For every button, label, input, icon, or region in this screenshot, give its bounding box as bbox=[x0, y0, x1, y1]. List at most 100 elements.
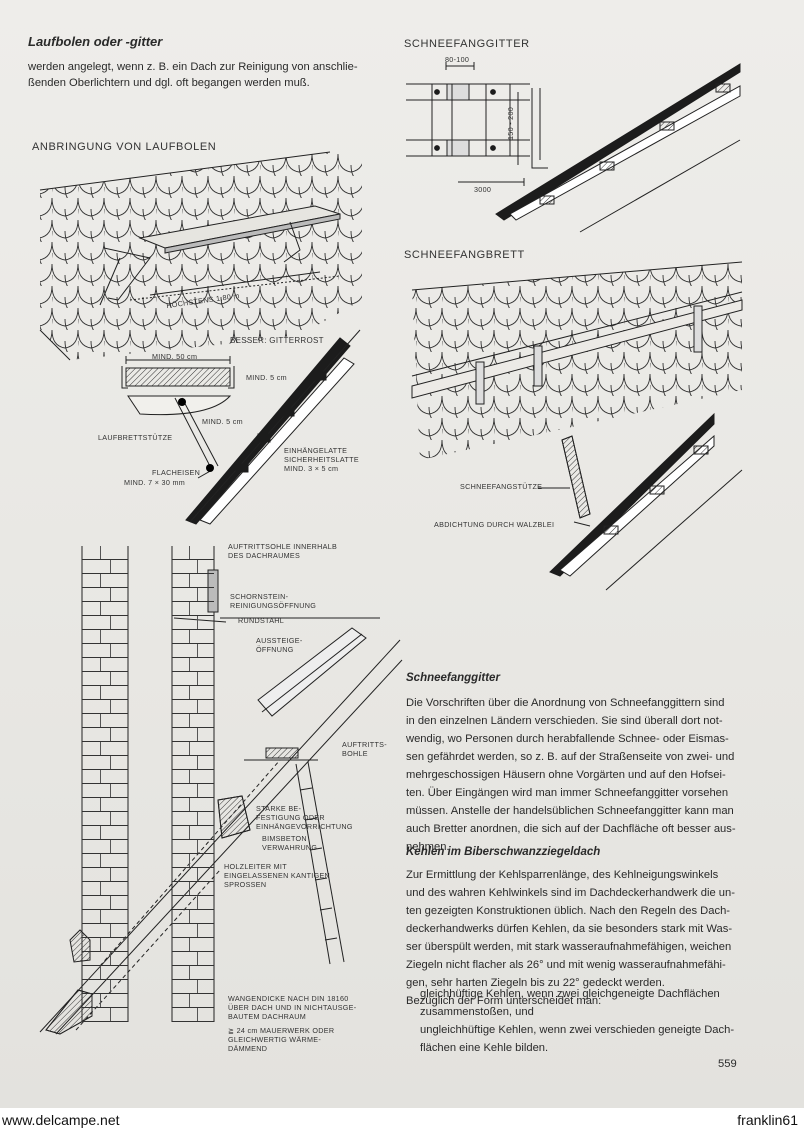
brick-course bbox=[172, 630, 214, 644]
brick-course bbox=[172, 742, 214, 756]
wangendicke-label: WANGENDICKE NACH DIN 18160 bbox=[228, 994, 349, 1003]
brick-course bbox=[82, 602, 128, 616]
brick-course bbox=[172, 938, 214, 952]
brick-course bbox=[172, 700, 214, 714]
brick-joint bbox=[188, 798, 190, 811]
laufbolen-heading: ANBRINGUNG VON LAUFBOLEN bbox=[32, 141, 217, 153]
brick-course bbox=[172, 602, 214, 616]
holzleiter-label: EINGELASSENEN KANTIGEN bbox=[224, 871, 331, 880]
brick-joint bbox=[100, 546, 102, 559]
brick-joint bbox=[197, 588, 199, 601]
reinigung-label: SCHORNSTEIN- bbox=[230, 592, 289, 601]
brick-course bbox=[82, 658, 128, 672]
brick-course bbox=[82, 896, 128, 910]
brick-joint bbox=[197, 896, 199, 909]
brick-course bbox=[172, 784, 214, 798]
brick-joint bbox=[197, 728, 199, 741]
brick-course bbox=[82, 770, 128, 784]
text-line: deckerhandwerks dürfen Kehlen, da sie be… bbox=[406, 923, 733, 935]
footer-user[interactable]: franklin61 bbox=[737, 1112, 798, 1128]
brick-joint bbox=[197, 840, 199, 853]
brick-joint bbox=[100, 938, 102, 951]
footer-site[interactable]: www.delcampe.net bbox=[2, 1112, 120, 1128]
brick-joint bbox=[100, 770, 102, 783]
brick-course bbox=[82, 812, 128, 826]
brick-joint bbox=[197, 952, 199, 965]
brick-joint bbox=[197, 924, 199, 937]
brick-joint bbox=[188, 658, 190, 671]
brick-joint bbox=[100, 574, 102, 587]
intro-title: Laufbolen oder -gitter bbox=[28, 34, 163, 49]
rundstahl-label: RUNDSTAHL bbox=[238, 616, 285, 625]
brick-joint bbox=[197, 1008, 199, 1021]
brick-course bbox=[172, 560, 214, 574]
brick-joint bbox=[100, 658, 102, 671]
text-line: nehmen. bbox=[406, 841, 450, 853]
brick-course bbox=[172, 714, 214, 728]
wangendicke-label: ÜBER DACH UND IN NICHTAUSGE- bbox=[228, 1003, 357, 1012]
brick-course bbox=[172, 588, 214, 602]
brick-course bbox=[82, 924, 128, 938]
brick-course bbox=[172, 672, 214, 686]
brick-course bbox=[172, 924, 214, 938]
brick-course bbox=[82, 784, 128, 798]
ausstieg-label: ÖFFNUNG bbox=[256, 645, 294, 654]
brick-joint bbox=[109, 980, 111, 993]
schneefangbrett-heading: SCHNEEFANGBRETT bbox=[404, 249, 525, 261]
brick-joint bbox=[109, 700, 111, 713]
abdichtung-label: ABDICHTUNG DURCH WALZBLEI bbox=[434, 520, 555, 529]
brick-joint bbox=[100, 714, 102, 727]
brick-joint bbox=[188, 630, 190, 643]
einhang-label: EINHÄNGELATTE bbox=[284, 446, 348, 455]
schneefang-title: Schneefanggitter bbox=[406, 672, 500, 684]
mauerwerk-label: DÄMMEND bbox=[228, 1044, 268, 1053]
brick-course bbox=[172, 910, 214, 924]
brick-course bbox=[82, 966, 128, 980]
intro-text-line: werden angelegt, wenn z. B. ein Dach zur… bbox=[28, 61, 358, 73]
brick-course bbox=[172, 854, 214, 868]
text-line: und des wahren Kehlwinkels sind im Dachd… bbox=[406, 887, 735, 899]
besser-label: BESSER: GITTERROST bbox=[230, 336, 324, 345]
brick-course bbox=[172, 686, 214, 700]
brick-course bbox=[172, 644, 214, 658]
brick-course bbox=[82, 994, 128, 1008]
text-line: wendig, wo Personen durch herabfallende … bbox=[406, 733, 729, 745]
brick-joint bbox=[100, 742, 102, 755]
text-line: gleichhüftige Kehlen, wenn zwei gleichge… bbox=[420, 988, 720, 1000]
chimney-left bbox=[82, 546, 128, 1022]
brick-joint bbox=[197, 980, 199, 993]
text-line: mehrgeschossigen Häusern ohne Vorgärten … bbox=[406, 769, 726, 781]
starke-label: EINHÄNGEVORRICHTUNG bbox=[256, 822, 353, 831]
brick-course bbox=[172, 574, 214, 588]
brick-course bbox=[172, 812, 214, 826]
brick-course bbox=[82, 546, 128, 560]
brick-joint bbox=[100, 994, 102, 1007]
dim-bottom-label: 3000 bbox=[474, 185, 492, 194]
mind50-label: MIND. 50 cm bbox=[152, 352, 198, 361]
brick-course bbox=[172, 770, 214, 784]
text-line: ten. Über Eingängen wird man immer Schne… bbox=[406, 787, 729, 799]
kehlen-paragraph: Zur Ermittlung der Kehlsparrenlänge, des… bbox=[406, 866, 744, 1010]
brick-joint bbox=[109, 896, 111, 909]
brick-course bbox=[172, 994, 214, 1008]
brick-course bbox=[82, 910, 128, 924]
brick-course bbox=[82, 560, 128, 574]
brick-joint bbox=[188, 994, 190, 1007]
brick-course bbox=[172, 840, 214, 854]
brick-course bbox=[172, 966, 214, 980]
text-line: zusammenstoßen, und bbox=[420, 1006, 534, 1018]
brick-joint bbox=[197, 868, 199, 881]
schneefang-paragraph: Die Vorschriften über die Anordnung von … bbox=[406, 694, 744, 856]
starke-label: STARKE BE- bbox=[256, 804, 302, 813]
brick-joint bbox=[197, 756, 199, 769]
brick-course bbox=[82, 868, 128, 882]
brick-course bbox=[82, 980, 128, 994]
brick-course bbox=[82, 938, 128, 952]
chimney-right bbox=[172, 546, 214, 1022]
brick-course bbox=[172, 980, 214, 994]
flacheisen-label: MIND. 7 × 30 mm bbox=[124, 478, 186, 487]
brick-course bbox=[172, 826, 214, 840]
text-line: in den einzelnen Ländern verschieden. Si… bbox=[406, 715, 723, 727]
brick-course bbox=[82, 826, 128, 840]
text-line: müssen. Anstelle der handelsüblichen Sch… bbox=[406, 805, 734, 817]
